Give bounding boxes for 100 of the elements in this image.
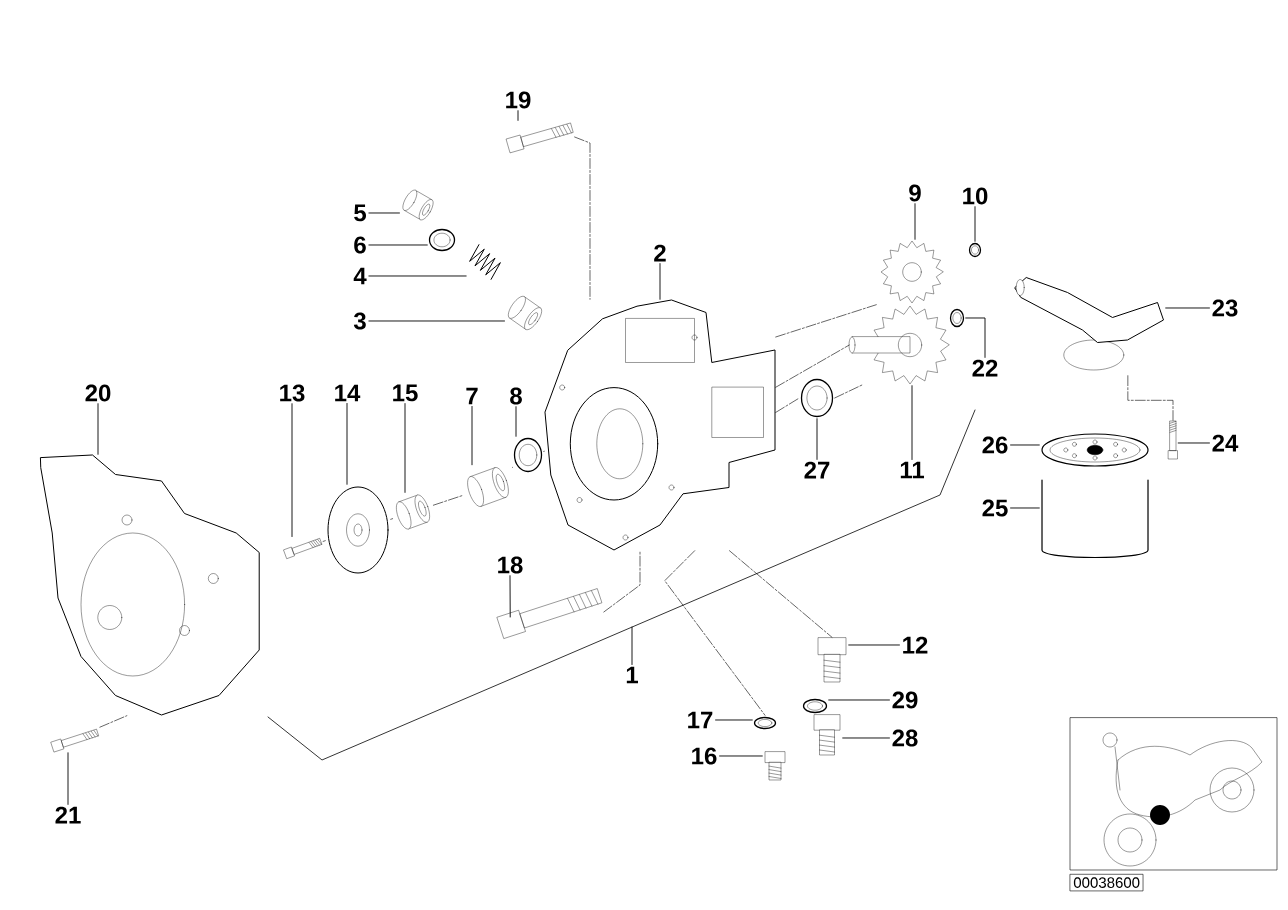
callout-number: 25 xyxy=(982,499,1008,517)
callout-number: 21 xyxy=(55,806,81,824)
leader-line xyxy=(715,719,753,721)
bracket-drawing xyxy=(1014,277,1164,371)
callout-number: 22 xyxy=(972,359,998,377)
leader-line xyxy=(719,755,763,757)
callout-number: 26 xyxy=(982,436,1008,454)
center-line xyxy=(390,518,393,520)
callout-number: 27 xyxy=(804,461,830,479)
callout-number: 29 xyxy=(892,691,918,709)
callout-number: 11 xyxy=(900,461,924,479)
ring-drawing xyxy=(753,716,777,730)
leader-line xyxy=(368,275,467,277)
leader-line xyxy=(631,626,633,665)
callout-number: 6 xyxy=(354,236,366,254)
center-line xyxy=(834,384,863,399)
leader-line xyxy=(816,418,818,460)
leader-line xyxy=(1165,307,1210,309)
callout-number: 8 xyxy=(510,387,522,405)
ring-drawing xyxy=(428,228,456,252)
leader-line xyxy=(1010,507,1040,509)
ring-drawing xyxy=(968,242,982,258)
sleeve-drawing xyxy=(467,467,509,507)
leader-line xyxy=(471,406,473,466)
callout-number: 18 xyxy=(498,556,523,574)
center-line xyxy=(603,550,641,613)
filter-cap-drawing xyxy=(1041,433,1149,467)
gear-drawing xyxy=(880,240,944,304)
leader-line xyxy=(368,212,400,214)
leader-line xyxy=(659,263,661,300)
center-line xyxy=(99,715,128,728)
callout-number: 13 xyxy=(280,384,305,402)
callout-number: 14 xyxy=(335,384,361,402)
plug-drawing xyxy=(764,751,786,781)
center-line xyxy=(775,397,800,413)
center-line xyxy=(543,450,545,452)
callout-number: 28 xyxy=(892,729,918,747)
plug-drawing xyxy=(813,714,841,756)
leader-line xyxy=(515,406,517,437)
callout-number: 12 xyxy=(903,636,928,654)
bolt-drawing xyxy=(496,588,603,639)
center-line xyxy=(729,550,833,638)
center-line xyxy=(664,550,766,716)
callout-number: 4 xyxy=(353,267,367,285)
callout-number: 9 xyxy=(909,184,921,202)
leader-line xyxy=(517,110,519,121)
leader-line xyxy=(974,206,976,242)
center-line xyxy=(775,304,877,338)
bolt-drawing xyxy=(1168,420,1178,460)
bolt-drawing xyxy=(283,538,323,559)
callout-number: 10 xyxy=(963,187,988,205)
callout-number: 7 xyxy=(466,387,478,405)
disc-drawing xyxy=(327,486,389,574)
leader-line xyxy=(368,244,428,246)
callout-number: 15 xyxy=(393,384,418,402)
leader-line xyxy=(914,203,916,240)
spring-drawing xyxy=(469,244,501,280)
bolt-drawing xyxy=(505,123,574,154)
leader-line xyxy=(911,385,913,460)
ring-drawing xyxy=(800,378,834,418)
sleeve-drawing xyxy=(508,296,542,330)
ring-drawing xyxy=(802,698,828,714)
leader-line xyxy=(965,317,986,358)
callout-number: 1 xyxy=(626,666,638,684)
callout-number: 3 xyxy=(353,312,366,330)
callout-number: 16 xyxy=(692,747,717,765)
sleeve-drawing xyxy=(402,189,434,221)
plug-drawing xyxy=(817,637,847,683)
center-line xyxy=(775,344,850,388)
ring-drawing xyxy=(513,437,543,473)
center-line xyxy=(574,136,591,300)
leader-line xyxy=(291,403,293,537)
leader-line xyxy=(1010,444,1040,446)
center-line xyxy=(1127,375,1174,421)
leader-line xyxy=(1177,442,1210,444)
callout-number: 17 xyxy=(688,711,713,729)
callout-number: 2 xyxy=(654,244,666,262)
center-line xyxy=(433,494,464,506)
leader-line xyxy=(67,752,69,805)
cover-drawing xyxy=(40,454,260,716)
housing-drawing xyxy=(544,299,776,551)
bolt-drawing xyxy=(50,729,99,753)
callout-number: 5 xyxy=(354,204,366,222)
leader-line xyxy=(404,403,406,493)
center-line xyxy=(322,540,326,542)
filter-drawing xyxy=(1041,479,1149,559)
callout-number: 24 xyxy=(1212,434,1239,452)
leader-line xyxy=(97,403,99,455)
ring-drawing xyxy=(949,308,965,328)
leader-line xyxy=(828,699,890,701)
leader-line xyxy=(842,737,890,739)
leader-line xyxy=(509,575,511,618)
callout-number: 19 xyxy=(506,91,531,109)
leader-line xyxy=(346,403,348,485)
sleeve-drawing xyxy=(396,494,430,530)
leader-line xyxy=(368,320,505,322)
callout-number: 20 xyxy=(85,384,111,402)
callout-number: 23 xyxy=(1212,299,1238,317)
gear-drawing xyxy=(848,305,950,385)
leader-line xyxy=(848,644,900,646)
